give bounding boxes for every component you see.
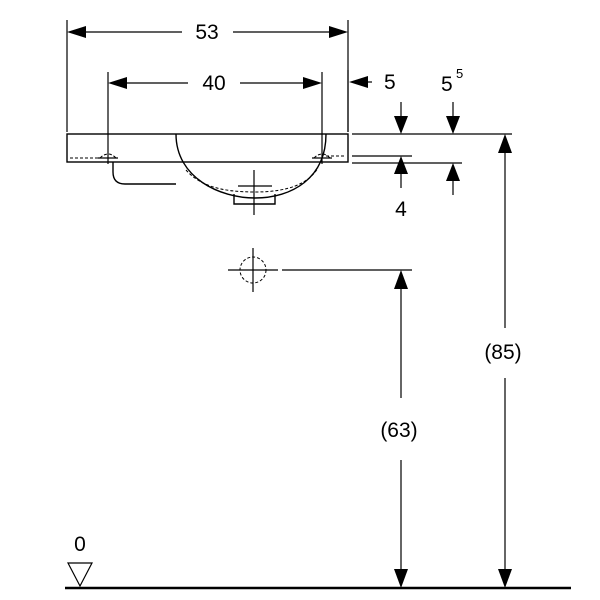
dimension-hole-spacing: 40 bbox=[107, 72, 323, 134]
basin-rear-support bbox=[112, 162, 176, 185]
dimension-label-drain-height: (63) bbox=[380, 419, 417, 442]
dimension-bowl-depth: 4 bbox=[394, 102, 408, 221]
washbasin-side-view bbox=[66, 133, 349, 215]
bowl-inner-dashed bbox=[185, 167, 319, 193]
dimension-label-bowl-depth: 4 bbox=[395, 198, 407, 221]
tap-hole-left bbox=[98, 134, 118, 164]
dimension-rim-thickness: 5 5 bbox=[441, 66, 463, 195]
basin-rim-slab bbox=[66, 133, 349, 163]
dimension-label-overall-width: 53 bbox=[195, 21, 218, 44]
dimension-rim-height-total: (85) bbox=[484, 134, 522, 588]
basin-bowl bbox=[175, 133, 327, 199]
dimension-label-rim-height-total: (85) bbox=[484, 341, 521, 364]
dimension-drain-height: (63) bbox=[380, 270, 418, 588]
dimension-label-hole-spacing: 40 bbox=[202, 72, 225, 95]
waste-outlet-symbol bbox=[228, 248, 278, 292]
dimension-label-rim-to-edge: 5 bbox=[384, 71, 396, 94]
floor-level-label: 0 bbox=[74, 533, 86, 556]
dimension-label-rim-thickness-sup: 5 bbox=[456, 66, 463, 81]
dimension-rim-to-edge: 5 bbox=[347, 70, 396, 132]
floor-level-marker: 0 bbox=[67, 533, 93, 588]
tap-hole-right bbox=[312, 134, 332, 164]
dimension-label-rim-thickness: 5 bbox=[441, 73, 453, 96]
